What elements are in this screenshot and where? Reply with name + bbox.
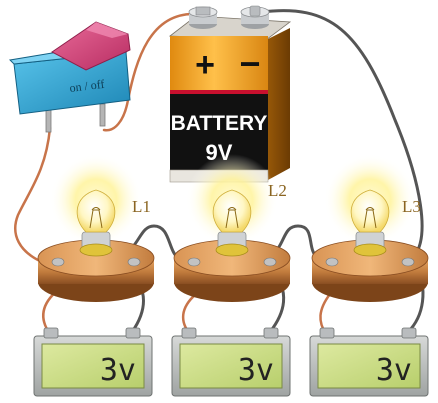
wire-l2-l3	[268, 224, 320, 260]
battery-plus-sign: +	[195, 46, 215, 84]
bulb-l1: L1	[37, 154, 155, 302]
wire-switch-l1	[14, 126, 52, 264]
voltmeter-icon	[171, 327, 291, 397]
meter-display	[317, 343, 421, 389]
battery-icon: + − BATTERY 9V	[168, 5, 292, 183]
battery-minus-sign: −	[239, 43, 260, 84]
meter-display	[41, 343, 145, 389]
battery-terminal-minus	[240, 5, 270, 29]
meter-3: 3v	[309, 327, 429, 397]
rocker-switch-icon[interactable]: on / off	[8, 21, 131, 133]
wire-l1-meter1-red	[42, 288, 60, 336]
wire-battery-minus	[260, 9, 424, 260]
voltmeter-icon	[309, 327, 429, 397]
light-bulb-icon	[76, 189, 116, 233]
battery-terminal-plus	[188, 6, 218, 29]
meter-2: 3v	[171, 327, 291, 397]
meter-reading: 3v	[238, 353, 274, 388]
light-bulb-icon	[350, 189, 390, 233]
bulb-label: L2	[268, 181, 287, 200]
voltmeter-icon	[33, 327, 153, 397]
meter-reading: 3v	[376, 353, 412, 388]
light-bulb-icon	[212, 189, 252, 233]
bulb-label: L1	[132, 197, 151, 216]
switch-label: on / off	[69, 77, 106, 95]
battery-brand: BATTERY	[171, 112, 268, 135]
bulb-l2: L2	[173, 154, 291, 302]
bulb-label: L3	[402, 197, 421, 216]
meter-display	[179, 343, 283, 389]
meter-reading: 3v	[100, 353, 136, 388]
bulb-l3: L3	[311, 154, 429, 302]
meter-1: 3v	[33, 327, 153, 397]
wire-battery-plus	[102, 12, 198, 132]
